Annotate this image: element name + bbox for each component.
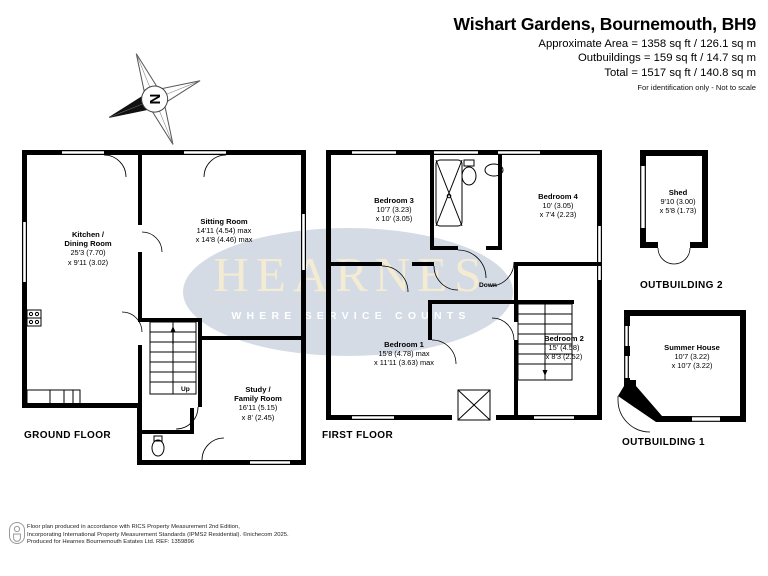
- room-dim-1: 10'7 (3.23): [376, 205, 412, 215]
- room-title: Bedroom 3: [374, 196, 414, 205]
- room-title: Shed: [668, 188, 688, 197]
- room-title-2: Dining Room: [64, 239, 112, 249]
- ground-stairs-direction-label: Up: [181, 386, 190, 393]
- approximate-area-text: Approximate Area = 1358 sq ft / 126.1 sq…: [538, 37, 756, 50]
- room-dim-1: 9'10 (3.00): [660, 197, 696, 207]
- room-title: Bedroom 4: [538, 192, 578, 201]
- room-title: Sitting Room: [200, 217, 248, 226]
- room-bedroom-1: Bedroom 1 15'8 (4.78) max x 11'11 (3.63)…: [344, 340, 464, 368]
- watermark-tagline: WHERE SERVICE COUNTS: [231, 310, 471, 322]
- room-dim-2: x 14'8 (4.46) max: [195, 235, 253, 245]
- room-dim-1: 10' (3.05): [542, 201, 574, 211]
- ground-floor-plan: [0, 0, 330, 500]
- room-dim-1: 15' (4.58): [548, 343, 580, 353]
- first-floor-plan: [318, 0, 618, 480]
- room-study-family-room: Study / Family Room 16'11 (5.15) x 8' (2…: [210, 385, 306, 422]
- room-bedroom-4: Bedroom 4 10' (3.05) x 7'4 (2.23): [508, 192, 608, 220]
- room-title: Study /: [245, 385, 271, 394]
- ground-floor-label: GROUND FLOOR: [24, 430, 112, 441]
- outbuildings-area-text: Outbuildings = 159 sq ft / 14.7 sq m: [577, 52, 756, 64]
- room-dim-1: 25'3 (7.70): [70, 248, 106, 258]
- disclaimer-text: For identification only - Not to scale: [637, 82, 756, 92]
- room-title: Bedroom 2: [544, 334, 584, 343]
- room-dim-2: x 7'4 (2.23): [539, 210, 577, 220]
- room-dim-2: x 8' (2.45): [241, 412, 275, 422]
- total-area-text: Total = 1517 sq ft / 140.8 sq m: [604, 66, 756, 79]
- footer-text: Floor plan produced in accordance with R…: [27, 524, 289, 547]
- outbuilding-1-caption: OUTBUILDING 1: [622, 437, 705, 448]
- room-dim-1: 14'11 (4.54) max: [196, 226, 252, 236]
- room-kitchen-dining-room: Kitchen / Dining Room 25'3 (7.70) x 9'11…: [42, 230, 134, 267]
- room-dim-2: x 10'7 (3.22): [671, 361, 713, 371]
- room-dim-2: x 8'3 (2.52): [545, 352, 583, 362]
- room-title: Bedroom 1: [384, 340, 424, 349]
- room-sitting-room: Sitting Room 14'11 (4.54) max x 14'8 (4.…: [168, 217, 280, 245]
- watermark-rule: [205, 300, 505, 301]
- outbuilding-2-plan: [620, 140, 760, 290]
- footer-line-2: Incorporating International Property Mea…: [27, 531, 289, 538]
- footer-line-1: Floor plan produced in accordance with R…: [27, 524, 240, 530]
- outbuilding-2-caption: OUTBUILDING 2: [640, 280, 723, 291]
- room-dim-1: 16'11 (5.15): [238, 403, 278, 413]
- room-title: Summer House: [664, 343, 720, 352]
- room-dim-2: x 5'8 (1.73): [659, 206, 697, 216]
- rics-logo-icon: [9, 522, 25, 544]
- page-title: Wishart Gardens, Bournemouth, BH9: [453, 14, 757, 34]
- room-dim-2: x 9'11 (3.02): [67, 257, 109, 267]
- compass-north-label: N: [146, 94, 163, 105]
- room-dim-2: x 11'11 (3.63) max: [374, 358, 434, 368]
- outbuilding-1-plan: [600, 300, 768, 450]
- first-floor-label: FIRST FLOOR: [322, 430, 394, 441]
- footer-line-3: Produced for Hearnes Bournemouth Estates…: [27, 539, 195, 546]
- room-bedroom-3: Bedroom 3 10'7 (3.23) x 10' (3.05): [338, 196, 450, 224]
- room-shed: Shed 9'10 (3.00) x 5'8 (1.73): [638, 188, 718, 216]
- room-dim-1: 15'8 (4.78) max: [378, 349, 430, 359]
- watermark-brand: HEARNES: [213, 247, 489, 302]
- room-summer-house: Summer House 10'7 (3.22) x 10'7 (3.22): [640, 343, 744, 371]
- room-title-2: Family Room: [234, 394, 282, 404]
- room-bedroom-2: Bedroom 2 15' (4.58) x 8'3 (2.52): [512, 334, 616, 362]
- header: Wishart Gardens, Bournemouth, BH9 Approx…: [453, 14, 757, 92]
- first-stairs-direction-label: Down: [479, 282, 497, 289]
- compass-rose: N: [108, 40, 201, 145]
- room-dim-2: x 10' (3.05): [375, 214, 413, 224]
- room-title: Kitchen /: [71, 230, 105, 239]
- room-dim-1: 10'7 (3.22): [674, 352, 710, 362]
